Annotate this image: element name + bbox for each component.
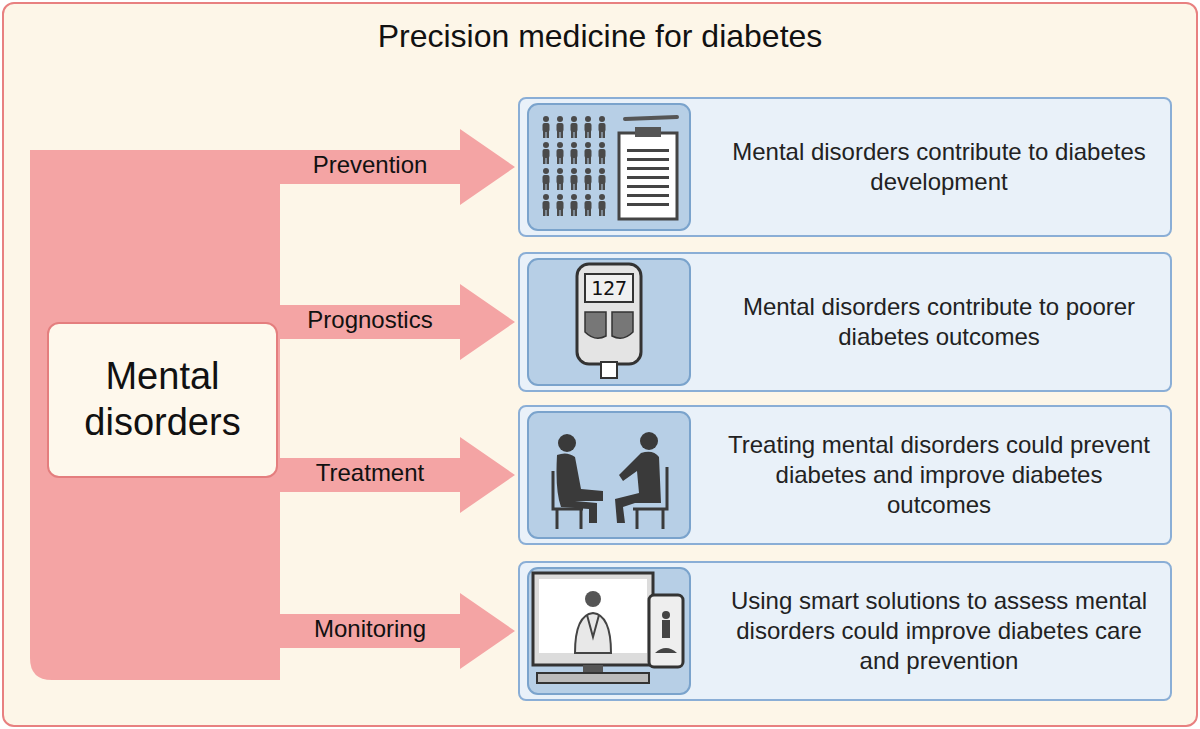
source-box: Mental disorders	[47, 322, 278, 478]
frame-fill	[3, 3, 1197, 726]
outcome-box: Mental disorders contribute to poorer di…	[518, 252, 1172, 392]
node-text: Mental disorders contribute to poorer di…	[724, 292, 1154, 352]
outcome-box: Mental disorders contribute to diabetes …	[518, 97, 1172, 237]
arrow-label: Prevention	[311, 151, 430, 179]
arrow-band	[30, 150, 280, 680]
arrow-label: Monitoring	[312, 615, 428, 643]
population-icon	[527, 103, 691, 231]
block-arrow	[277, 129, 515, 205]
node-text: Treating mental disorders could prevent …	[724, 430, 1154, 520]
block-arrow	[277, 284, 515, 360]
arrow-label: Treatment	[314, 459, 426, 487]
meter-reading: 127	[585, 274, 633, 302]
outcome-box: Using smart solutions to assess mental d…	[518, 561, 1172, 701]
arrow-label: Prognostics	[305, 306, 434, 334]
node-text: Using smart solutions to assess mental d…	[724, 586, 1154, 676]
block-arrow	[277, 437, 515, 513]
counselling-icon	[527, 411, 691, 539]
node-text: Mental disorders	[49, 354, 276, 445]
telehealth-icon	[527, 567, 691, 695]
outcome-box: Treating mental disorders could prevent …	[518, 405, 1172, 545]
block-arrow	[277, 593, 515, 669]
diagram-title: Precision medicine for diabetes	[4, 18, 1196, 55]
node-text: Mental disorders contribute to diabetes …	[724, 137, 1154, 197]
